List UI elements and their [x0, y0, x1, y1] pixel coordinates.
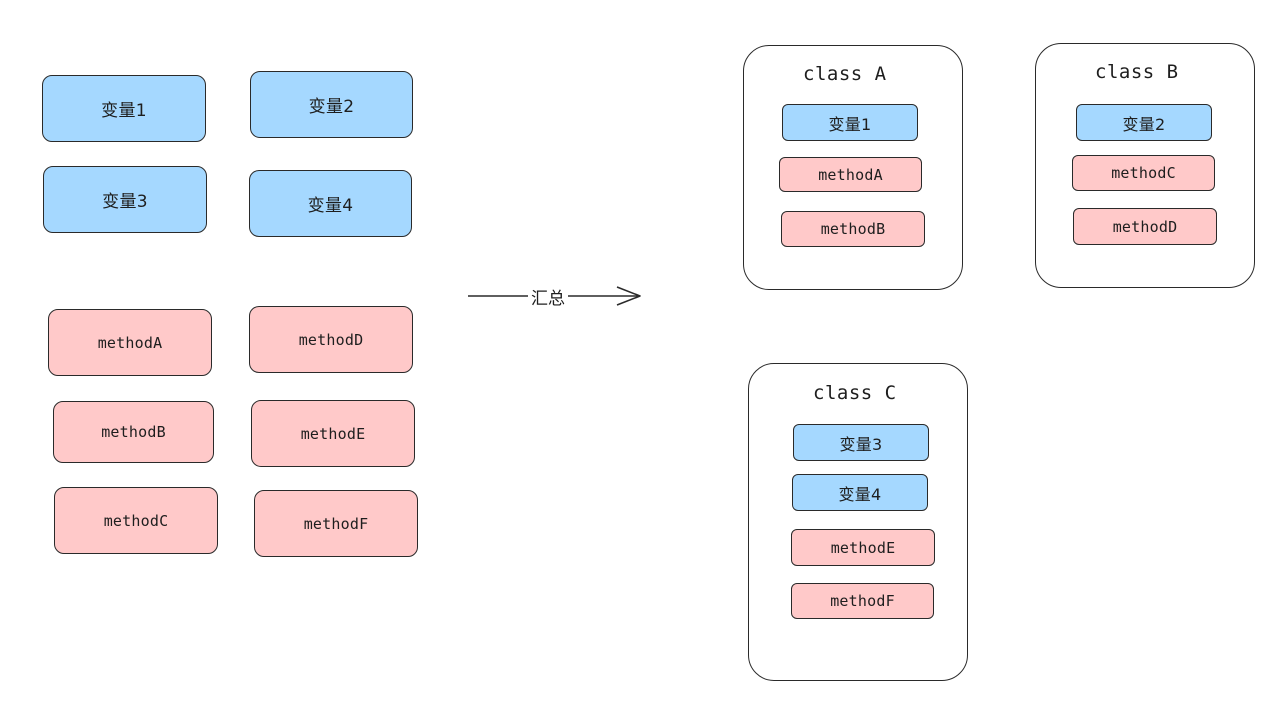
- class-a-variable-1: 变量1: [782, 104, 918, 141]
- class-c-variable-3: 变量3: [793, 424, 929, 461]
- arrow-head: [616, 286, 641, 306]
- method-box-c: methodC: [54, 487, 218, 554]
- class-b-variable-2: 变量2: [1076, 104, 1212, 141]
- method-label: methodB: [101, 423, 166, 441]
- variable-label: 变量4: [838, 484, 882, 504]
- variable-box-3: 变量3: [43, 166, 207, 233]
- method-box-a: methodA: [48, 309, 212, 376]
- variable-label: 变量3: [839, 434, 883, 454]
- class-c-variable-4: 变量4: [792, 474, 928, 511]
- class-a-title: class A: [803, 63, 887, 85]
- method-box-d: methodD: [249, 306, 413, 373]
- class-c-title: class C: [813, 382, 897, 404]
- method-label: methodB: [820, 220, 886, 238]
- method-label: methodE: [300, 424, 366, 443]
- class-c-method-e: methodE: [791, 529, 935, 566]
- variable-label: 变量4: [307, 196, 354, 216]
- class-b-method-d: methodD: [1073, 208, 1217, 245]
- variable-box-2: 变量2: [250, 71, 413, 138]
- method-box-f: methodF: [254, 490, 418, 557]
- class-c-method-f: methodF: [791, 583, 934, 619]
- method-label: methodC: [103, 511, 169, 530]
- method-box-b: methodB: [53, 401, 214, 463]
- variable-label: 变量3: [102, 192, 148, 212]
- variable-label: 变量2: [308, 97, 355, 117]
- class-b-method-c: methodC: [1072, 155, 1215, 191]
- method-label: methodA: [818, 165, 883, 184]
- class-a-method-a: methodA: [779, 157, 922, 192]
- class-a-method-b: methodB: [781, 211, 925, 247]
- variable-label: 变量1: [828, 114, 872, 134]
- method-label: methodD: [1112, 217, 1178, 236]
- arrow-label: 汇总: [528, 284, 568, 309]
- variable-box-4: 变量4: [249, 170, 412, 237]
- variable-box-1: 变量1: [42, 75, 206, 142]
- class-c-container: [748, 363, 968, 681]
- method-label: methodD: [298, 330, 364, 349]
- method-label: methodA: [97, 333, 163, 352]
- method-label: methodF: [830, 592, 895, 610]
- method-box-e: methodE: [251, 400, 415, 467]
- method-label: methodE: [830, 538, 896, 557]
- variable-label: 变量2: [1122, 114, 1166, 134]
- method-label: methodF: [303, 514, 369, 533]
- variable-label: 变量1: [101, 101, 147, 121]
- method-label: methodC: [1111, 164, 1176, 182]
- class-b-title: class B: [1095, 61, 1179, 83]
